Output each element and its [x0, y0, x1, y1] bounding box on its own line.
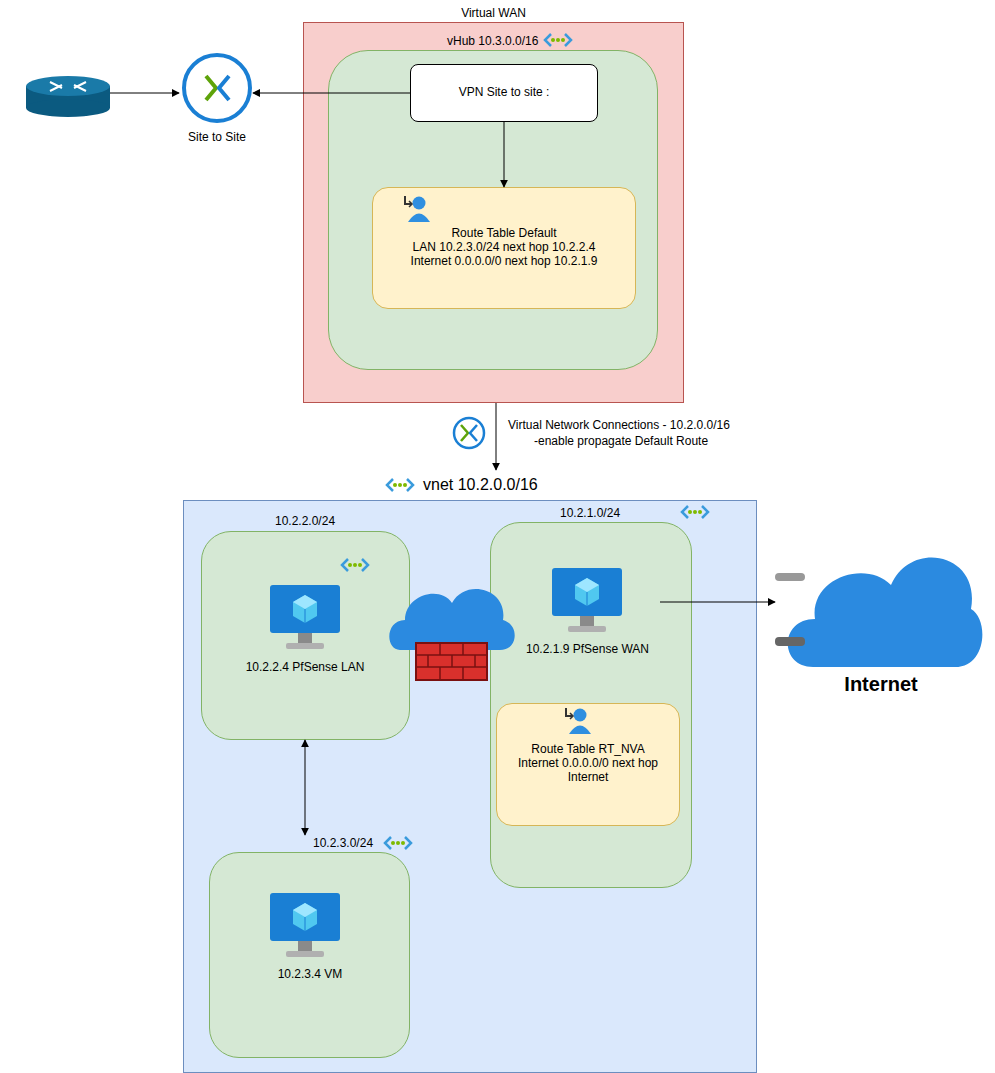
region-heading: Virtual WAN — [303, 4, 684, 22]
band-node: vnet 10.2.0.0/16 10.2.2.0/24 10.2.2.4 PfSe… — [183, 470, 757, 1073]
region-heading: 10.2.2.0/24 — [201, 512, 410, 531]
band-node: vHub 10.3.0.0/16VPN Site to site : Route … — [328, 32, 658, 370]
vm-label: 10.2.2.4 PfSense LAN — [246, 660, 365, 674]
connection-note: Virtual Network Connections - 10.2.0.0/1… — [508, 418, 730, 432]
route-icon — [405, 196, 430, 222]
connection-note: -enable propagate Default Route — [534, 434, 708, 448]
vm-label: 10.2.3.4 VM — [278, 967, 343, 981]
vm-icon — [270, 893, 340, 957]
circle-node: Site to Site — [181, 52, 253, 148]
box-body: LAN 10.2.3.0/24 next hop 10.2.2.4 — [413, 240, 596, 254]
box-title: VPN Site to site : — [459, 85, 550, 99]
subnet-icon — [682, 506, 708, 518]
internet-cloud — [775, 535, 987, 670]
vm-icon — [552, 568, 622, 632]
vm-icon — [270, 585, 340, 649]
box-title: Route Table RT_NVA — [531, 742, 644, 756]
region-heading: 10.2.3.0/24 — [209, 835, 410, 852]
router-link — [110, 93, 179, 94]
icon-label: Site to Site — [188, 130, 246, 144]
box-title: Route Table Default — [451, 226, 556, 240]
vhub-icon — [545, 34, 571, 46]
cloud-label: Internet — [844, 673, 917, 696]
connector — [504, 122, 505, 187]
cloud-node: Internet — [775, 535, 987, 697]
route-icon — [566, 708, 591, 734]
box-body: Internet 0.0.0.0/0 next hop Internet — [505, 756, 671, 784]
vpn-gateway-icon — [181, 52, 253, 124]
connector — [496, 403, 497, 470]
region-heading: vHub 10.3.0.0/16 — [328, 32, 658, 50]
connection-icon — [454, 418, 484, 448]
vnet-icon — [387, 479, 413, 491]
region-heading: vnet 10.2.0.0/16 — [183, 470, 757, 500]
vm-label: 10.2.1.9 PfSense WAN — [526, 642, 649, 656]
box-node: Route Table RT_NVAInternet 0.0.0.0/0 nex… — [496, 703, 680, 826]
box-node: VPN Site to site : — [410, 64, 598, 122]
speed-bars — [775, 573, 805, 646]
connector — [253, 93, 410, 94]
subnet-icon — [385, 837, 411, 849]
connector — [660, 602, 775, 603]
band-node: 10.2.1.0/24 10.2.1.9 PfSense WAN Route Tab… — [490, 504, 692, 888]
region-heading: 10.2.1.0/24 — [490, 504, 692, 522]
router-icon — [26, 76, 110, 117]
band-node: Virtual WAN vHub 10.3.0.0/16VPN Site to s… — [303, 4, 684, 403]
subnet-icon — [342, 559, 368, 571]
box-body: Internet 0.0.0.0/0 next hop 10.2.1.9 — [411, 254, 598, 268]
firewall-icon — [389, 589, 514, 680]
connector — [305, 740, 306, 835]
